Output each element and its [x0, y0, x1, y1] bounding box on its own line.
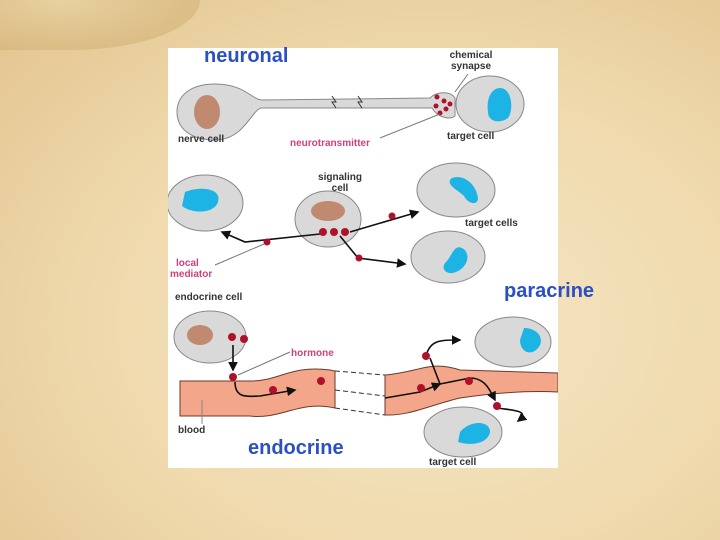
target-cell-nucleus — [487, 88, 512, 122]
heading-neuronal: neuronal — [204, 45, 289, 67]
label-target-cell: target cell — [429, 457, 476, 468]
label-hormone: hormone — [291, 348, 334, 359]
nerve-cell-nucleus — [194, 95, 220, 129]
hormone-molecules — [228, 333, 501, 410]
nerve-cell — [176, 83, 456, 141]
label-nerve-cell: nerve cell — [178, 134, 224, 145]
target-cell-top-right — [416, 162, 496, 218]
label-endocrine-cell: endocrine cell — [175, 292, 242, 303]
compass-decoration — [0, 0, 200, 50]
label-neurotransmitter: neurotransmitter — [290, 138, 370, 149]
endocrine-section: endocrine cell hormone blood target cell — [173, 292, 558, 468]
heading-endocrine: endocrine — [248, 437, 344, 459]
local-mediator-molecules — [263, 212, 396, 262]
label-target-cell: target cell — [447, 131, 494, 142]
label-target-cells: target cells — [465, 218, 518, 229]
heading-paracrine: paracrine — [504, 280, 595, 302]
label-blood: blood — [178, 425, 205, 436]
target-cell-bottom-right — [410, 230, 486, 284]
axon-break-icon — [331, 95, 363, 109]
neurotransmitter-molecules — [433, 94, 453, 116]
